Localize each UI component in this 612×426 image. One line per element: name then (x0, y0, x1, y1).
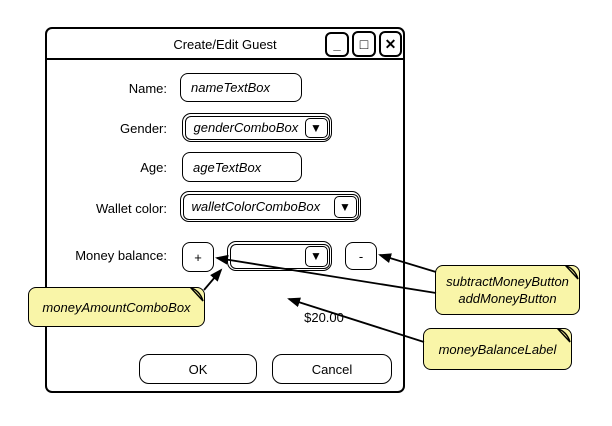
subtract-money-button[interactable]: - (345, 242, 377, 270)
close-icon: ✕ (384, 35, 397, 52)
title-bar: Create/Edit Guest _ □ ✕ (47, 29, 403, 60)
name-textbox[interactable]: nameTextBox (180, 73, 302, 102)
note-text-line1: subtractMoneyButton (446, 274, 569, 289)
gender-label: Gender: (120, 121, 167, 136)
wallet-color-combobox-value: walletColorComboBox (191, 199, 321, 214)
age-label: Age: (140, 160, 167, 175)
gender-combobox-value: genderComboBox (193, 120, 299, 135)
cancel-button[interactable]: Cancel (272, 354, 392, 384)
gender-combobox[interactable]: genderComboBox ▼ (182, 113, 332, 142)
note-fold-icon (557, 328, 571, 343)
ok-button[interactable]: OK (139, 354, 257, 384)
note-text: moneyAmountComboBox (42, 299, 191, 315)
note-fold-icon (190, 287, 204, 302)
maximize-icon: □ (359, 36, 369, 52)
wallet-color-dropdown-button[interactable]: ▼ (333, 195, 357, 218)
money-balance-label-note: moneyBalanceLabel (423, 328, 572, 370)
money-balance-label: $20.00 (304, 310, 344, 325)
gender-dropdown-button[interactable]: ▼ (304, 117, 328, 138)
close-button[interactable]: ✕ (379, 31, 402, 57)
chevron-down-icon: ▼ (310, 120, 322, 135)
name-label: Name: (128, 81, 167, 96)
add-subtract-buttons-note: subtractMoneyButton addMoneyButton (435, 265, 580, 315)
money-balance-field-label: Money balance: (75, 248, 167, 263)
chevron-down-icon: ▼ (339, 199, 351, 214)
note-fold-icon (565, 265, 579, 280)
minimize-icon: _ (333, 37, 341, 52)
wallet-color-combobox[interactable]: walletColorComboBox ▼ (180, 191, 361, 222)
window-title: Create/Edit Guest (173, 37, 277, 52)
add-money-button[interactable]: + (182, 242, 214, 272)
money-amount-combobox[interactable]: ▼ (227, 241, 332, 271)
minimize-button[interactable]: _ (325, 32, 349, 57)
money-amount-dropdown-button[interactable]: ▼ (304, 245, 328, 267)
create-edit-guest-window: Create/Edit Guest _ □ ✕ Name: Gender: Ag… (45, 27, 405, 393)
note-text: moneyBalanceLabel (438, 341, 557, 357)
chevron-down-icon: ▼ (310, 249, 322, 263)
age-textbox[interactable]: ageTextBox (182, 152, 302, 182)
note-text-line2: addMoneyButton (458, 291, 557, 306)
wallet-color-label: Wallet color: (95, 201, 167, 216)
maximize-button[interactable]: □ (352, 31, 376, 57)
money-amount-combobox-note: moneyAmountComboBox (28, 287, 205, 327)
